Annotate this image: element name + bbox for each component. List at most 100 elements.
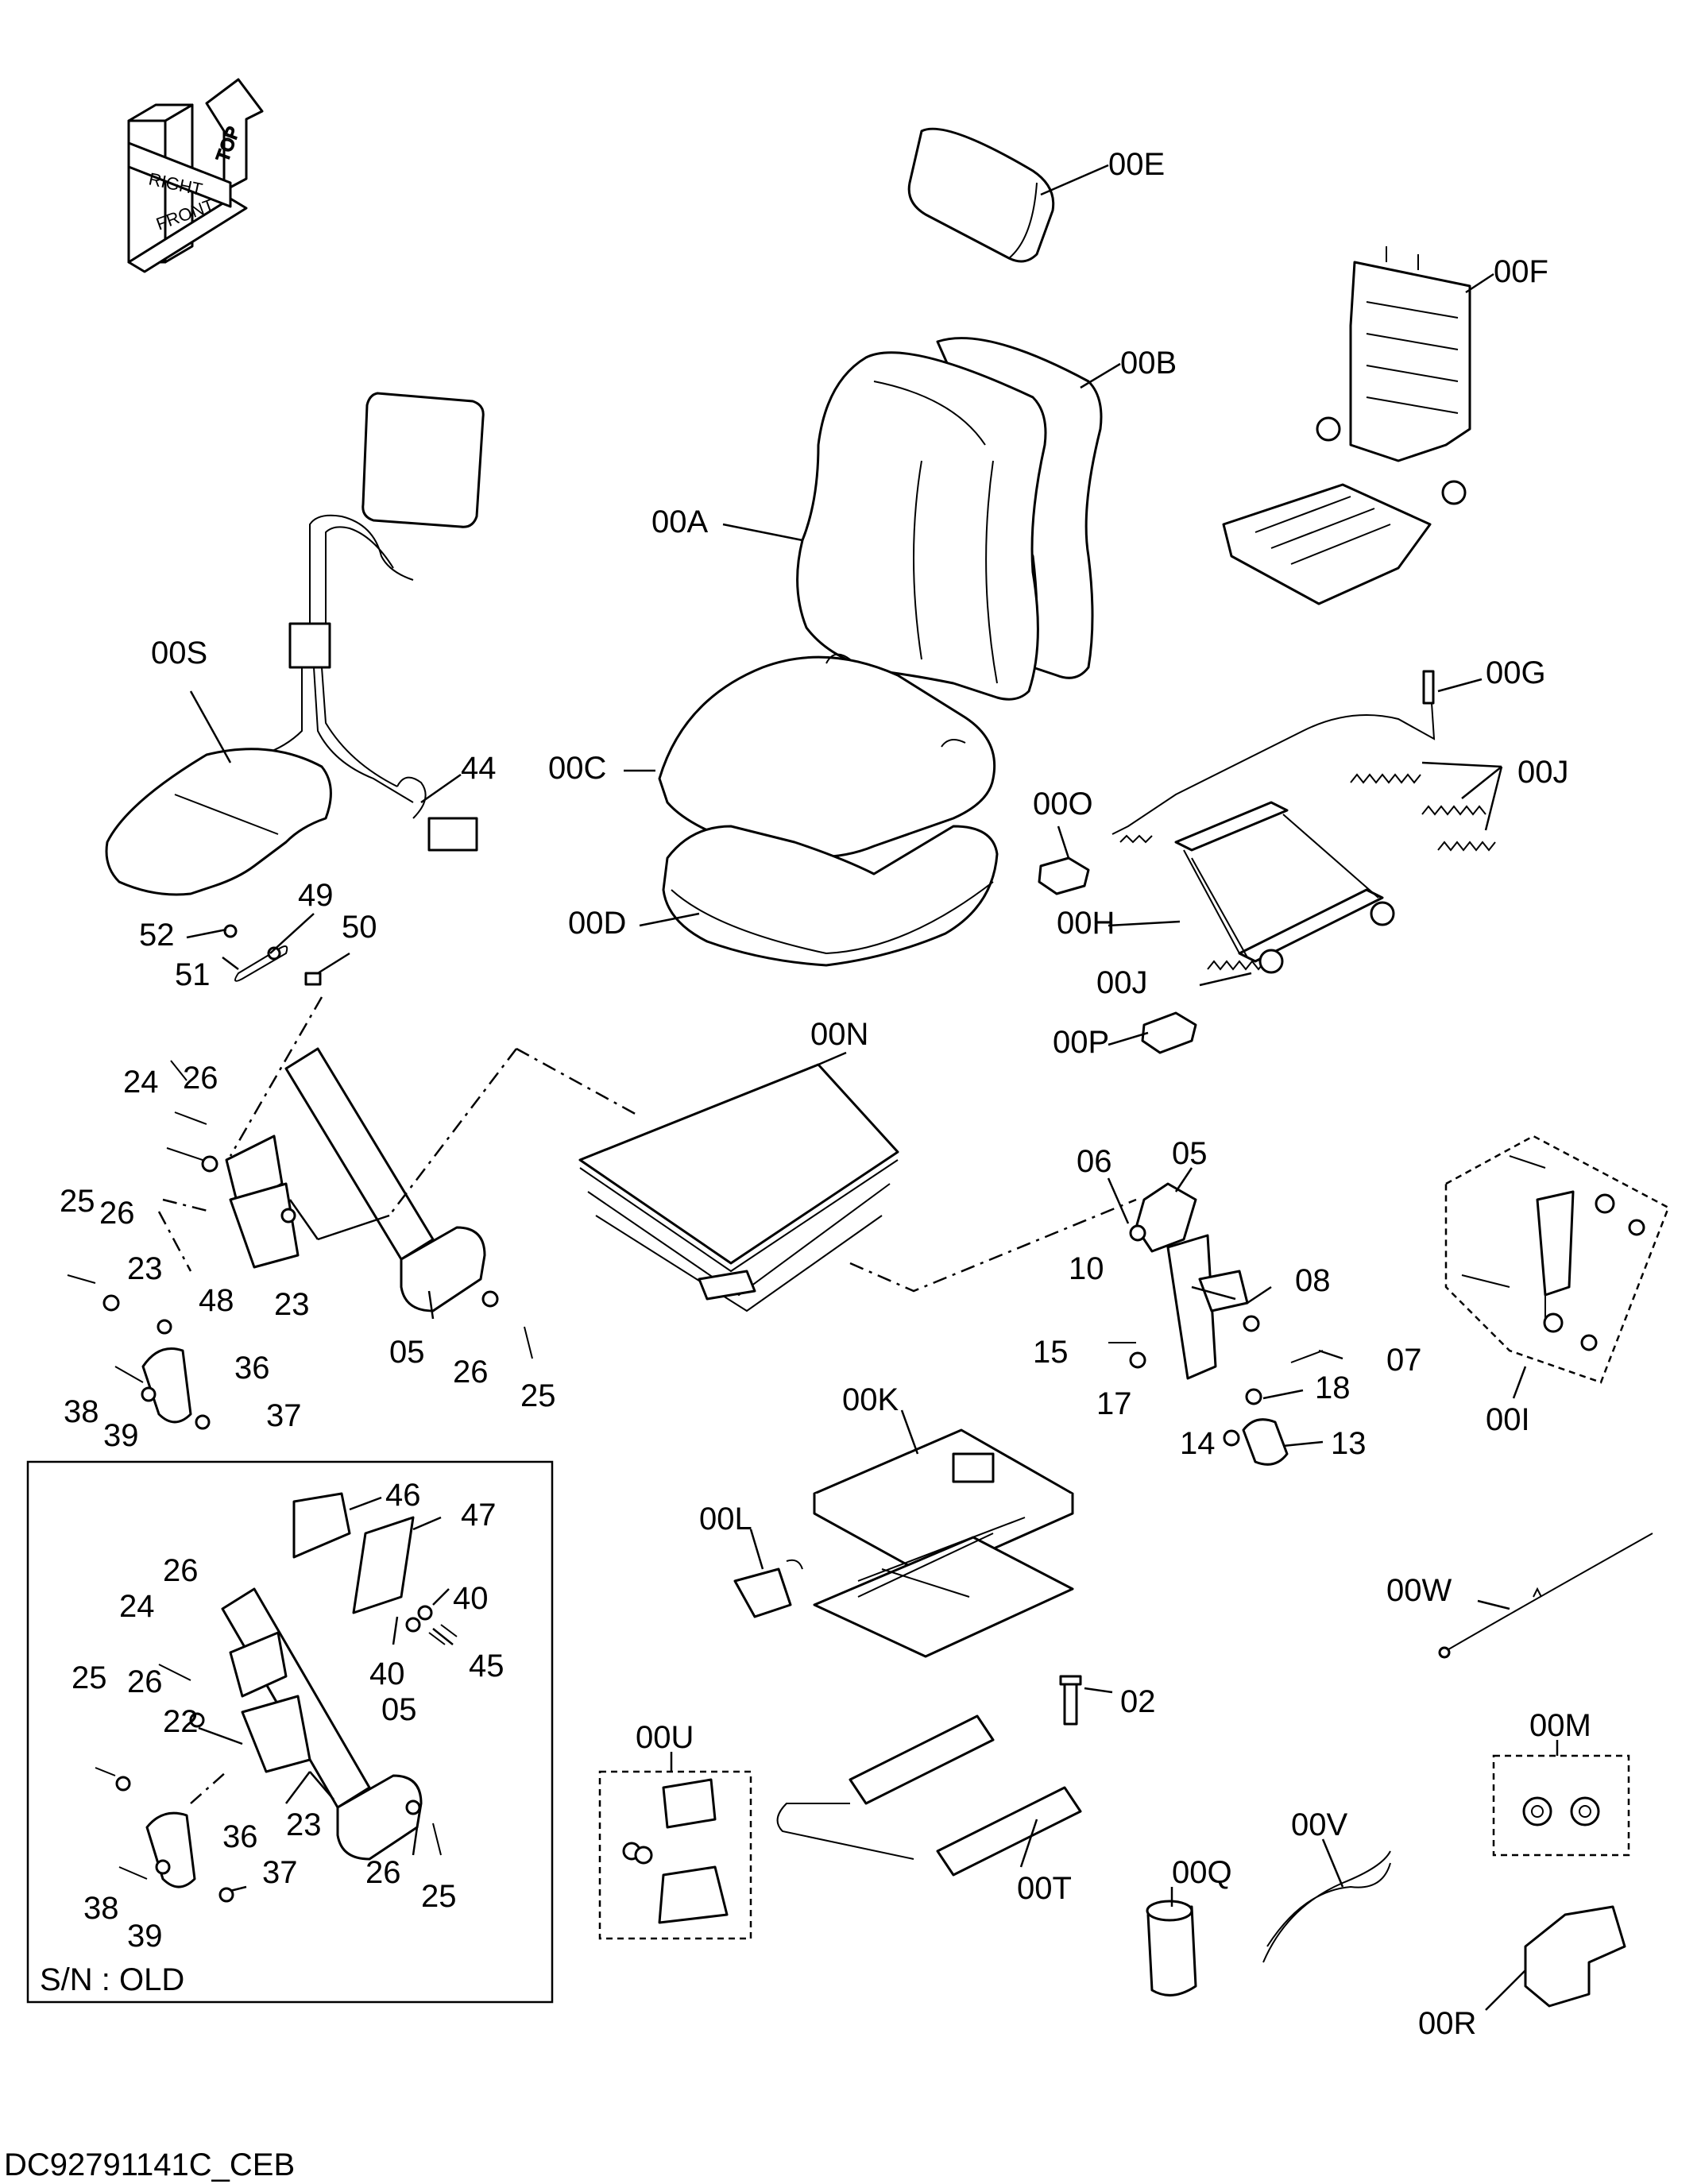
pin-parts	[223, 924, 322, 986]
callout-05-inset: 05	[381, 1692, 417, 1727]
callout-00A: 00A	[651, 504, 708, 539]
seat-belt-left	[67, 1047, 533, 1430]
callout-00F: 00F	[1494, 254, 1548, 289]
cap-00Q	[1146, 1900, 1197, 1997]
callout-10: 10	[1069, 1251, 1104, 1286]
callout-23-left-mid: 23	[274, 1287, 310, 1322]
callout-24-left: 24	[123, 1065, 159, 1100]
drawing-code: DC92791141C_CEB	[4, 2147, 295, 2182]
callout-00N: 00N	[810, 1017, 868, 1052]
callout-26-inset-upper: 26	[163, 1553, 199, 1588]
bracket-00L	[733, 1559, 803, 1618]
orientation-indicator: TOP RIGHT FRONT	[127, 78, 264, 273]
callout-00L: 00L	[699, 1502, 752, 1537]
connection-line	[157, 996, 1137, 1293]
callout-00J-upper: 00J	[1517, 755, 1569, 790]
callout-22: 22	[163, 1704, 199, 1739]
seat-belt-right	[1108, 1182, 1324, 1466]
callout-00P: 00P	[1053, 1025, 1109, 1060]
backrest-00A	[796, 351, 1047, 701]
callout-26-left-lower: 26	[453, 1355, 489, 1390]
callout-45: 45	[469, 1649, 505, 1683]
callout-25-inset-upper: 25	[72, 1660, 107, 1695]
callout-26-left-mid: 26	[99, 1196, 135, 1231]
seat-frame-00F	[1222, 246, 1471, 605]
callout-00U: 00U	[636, 1720, 694, 1755]
cable-00W	[1438, 1533, 1653, 1659]
callout-00R: 00R	[1418, 2006, 1476, 2041]
callout-02: 02	[1120, 1684, 1156, 1719]
callout-25-left-lower: 25	[520, 1378, 556, 1413]
springs-00J	[1207, 773, 1496, 971]
release-cable-00G	[1111, 670, 1436, 835]
callout-07: 07	[1386, 1343, 1422, 1378]
suspension-cover-00N	[578, 1063, 899, 1312]
callout-37-left: 37	[266, 1398, 302, 1433]
callout-00I: 00I	[1486, 1402, 1530, 1437]
callout-00B: 00B	[1120, 346, 1177, 381]
seat-cushion-00C	[658, 653, 996, 859]
callout-47: 47	[461, 1498, 497, 1533]
callout-26-left-upper: 26	[183, 1061, 218, 1096]
callout-39-left: 39	[103, 1418, 139, 1453]
callout-23-left-upper: 23	[127, 1251, 163, 1286]
callout-25-left-upper: 25	[60, 1184, 95, 1219]
callout-36-left: 36	[234, 1351, 270, 1386]
callout-23-inset: 23	[286, 1807, 322, 1842]
callout-24-inset: 24	[119, 1589, 155, 1624]
callout-00Q: 00Q	[1172, 1855, 1232, 1890]
callout-52: 52	[139, 918, 175, 953]
callout-00V: 00V	[1291, 1807, 1347, 1842]
block-00R	[1524, 1905, 1626, 2008]
handle-00P	[1141, 1011, 1197, 1054]
callout-14: 14	[1180, 1426, 1216, 1461]
callout-00T: 00T	[1017, 1871, 1072, 1906]
callout-38-left: 38	[64, 1394, 99, 1429]
bearings-00M	[1492, 1754, 1630, 1857]
kit-00U	[598, 1770, 752, 1940]
callout-51: 51	[175, 957, 211, 992]
callout-26-inset-lower: 26	[365, 1855, 401, 1890]
callout-00W: 00W	[1386, 1573, 1452, 1608]
callout-06: 06	[1077, 1144, 1112, 1179]
callout-00S: 00S	[151, 636, 207, 671]
callout-49: 49	[298, 878, 334, 913]
callout-00K: 00K	[842, 1382, 899, 1417]
inset-old-serial	[26, 1460, 554, 2004]
callout-00E: 00E	[1108, 147, 1165, 182]
callout-25-inset-lower: 25	[421, 1879, 457, 1914]
inset-caption: S/N : OLD	[40, 1962, 184, 1997]
callout-00H: 00H	[1057, 906, 1115, 941]
callout-08: 08	[1295, 1263, 1331, 1298]
callout-00J-lower: 00J	[1096, 965, 1148, 1000]
callout-48: 48	[199, 1283, 234, 1318]
headrest-00E	[907, 127, 1055, 263]
callout-labels: 00E 00F 00B 00A 00S 00G 00C 44 00J 00O 0…	[60, 147, 1591, 2041]
callout-40-upper: 40	[453, 1581, 489, 1616]
seat-slide-00H	[1174, 801, 1395, 974]
callout-15: 15	[1033, 1335, 1069, 1370]
seat-base-00D	[662, 825, 999, 967]
callout-00M: 00M	[1529, 1708, 1591, 1743]
armrest-00S	[105, 392, 485, 896]
callout-13: 13	[1331, 1426, 1367, 1461]
callout-50: 50	[342, 910, 377, 945]
callout-00G: 00G	[1486, 655, 1546, 690]
suspension-00K	[813, 1428, 1074, 1658]
callout-37-inset: 37	[262, 1855, 298, 1890]
callout-00C: 00C	[548, 751, 606, 786]
callout-39-inset: 39	[127, 1919, 163, 1954]
callout-40-lower: 40	[369, 1656, 405, 1691]
callout-44: 44	[461, 751, 497, 786]
callout-18: 18	[1315, 1370, 1351, 1405]
damper-00I	[1444, 1135, 1670, 1384]
callout-05-left: 05	[389, 1335, 425, 1370]
callout-46: 46	[385, 1478, 421, 1513]
callout-26-inset-mid: 26	[127, 1664, 163, 1699]
callout-38-inset: 38	[83, 1891, 119, 1926]
wires-00V	[1262, 1850, 1391, 1963]
callout-36-inset: 36	[222, 1819, 258, 1854]
slide-rails-00T	[776, 1675, 1082, 1877]
callout-05-right: 05	[1172, 1136, 1208, 1171]
